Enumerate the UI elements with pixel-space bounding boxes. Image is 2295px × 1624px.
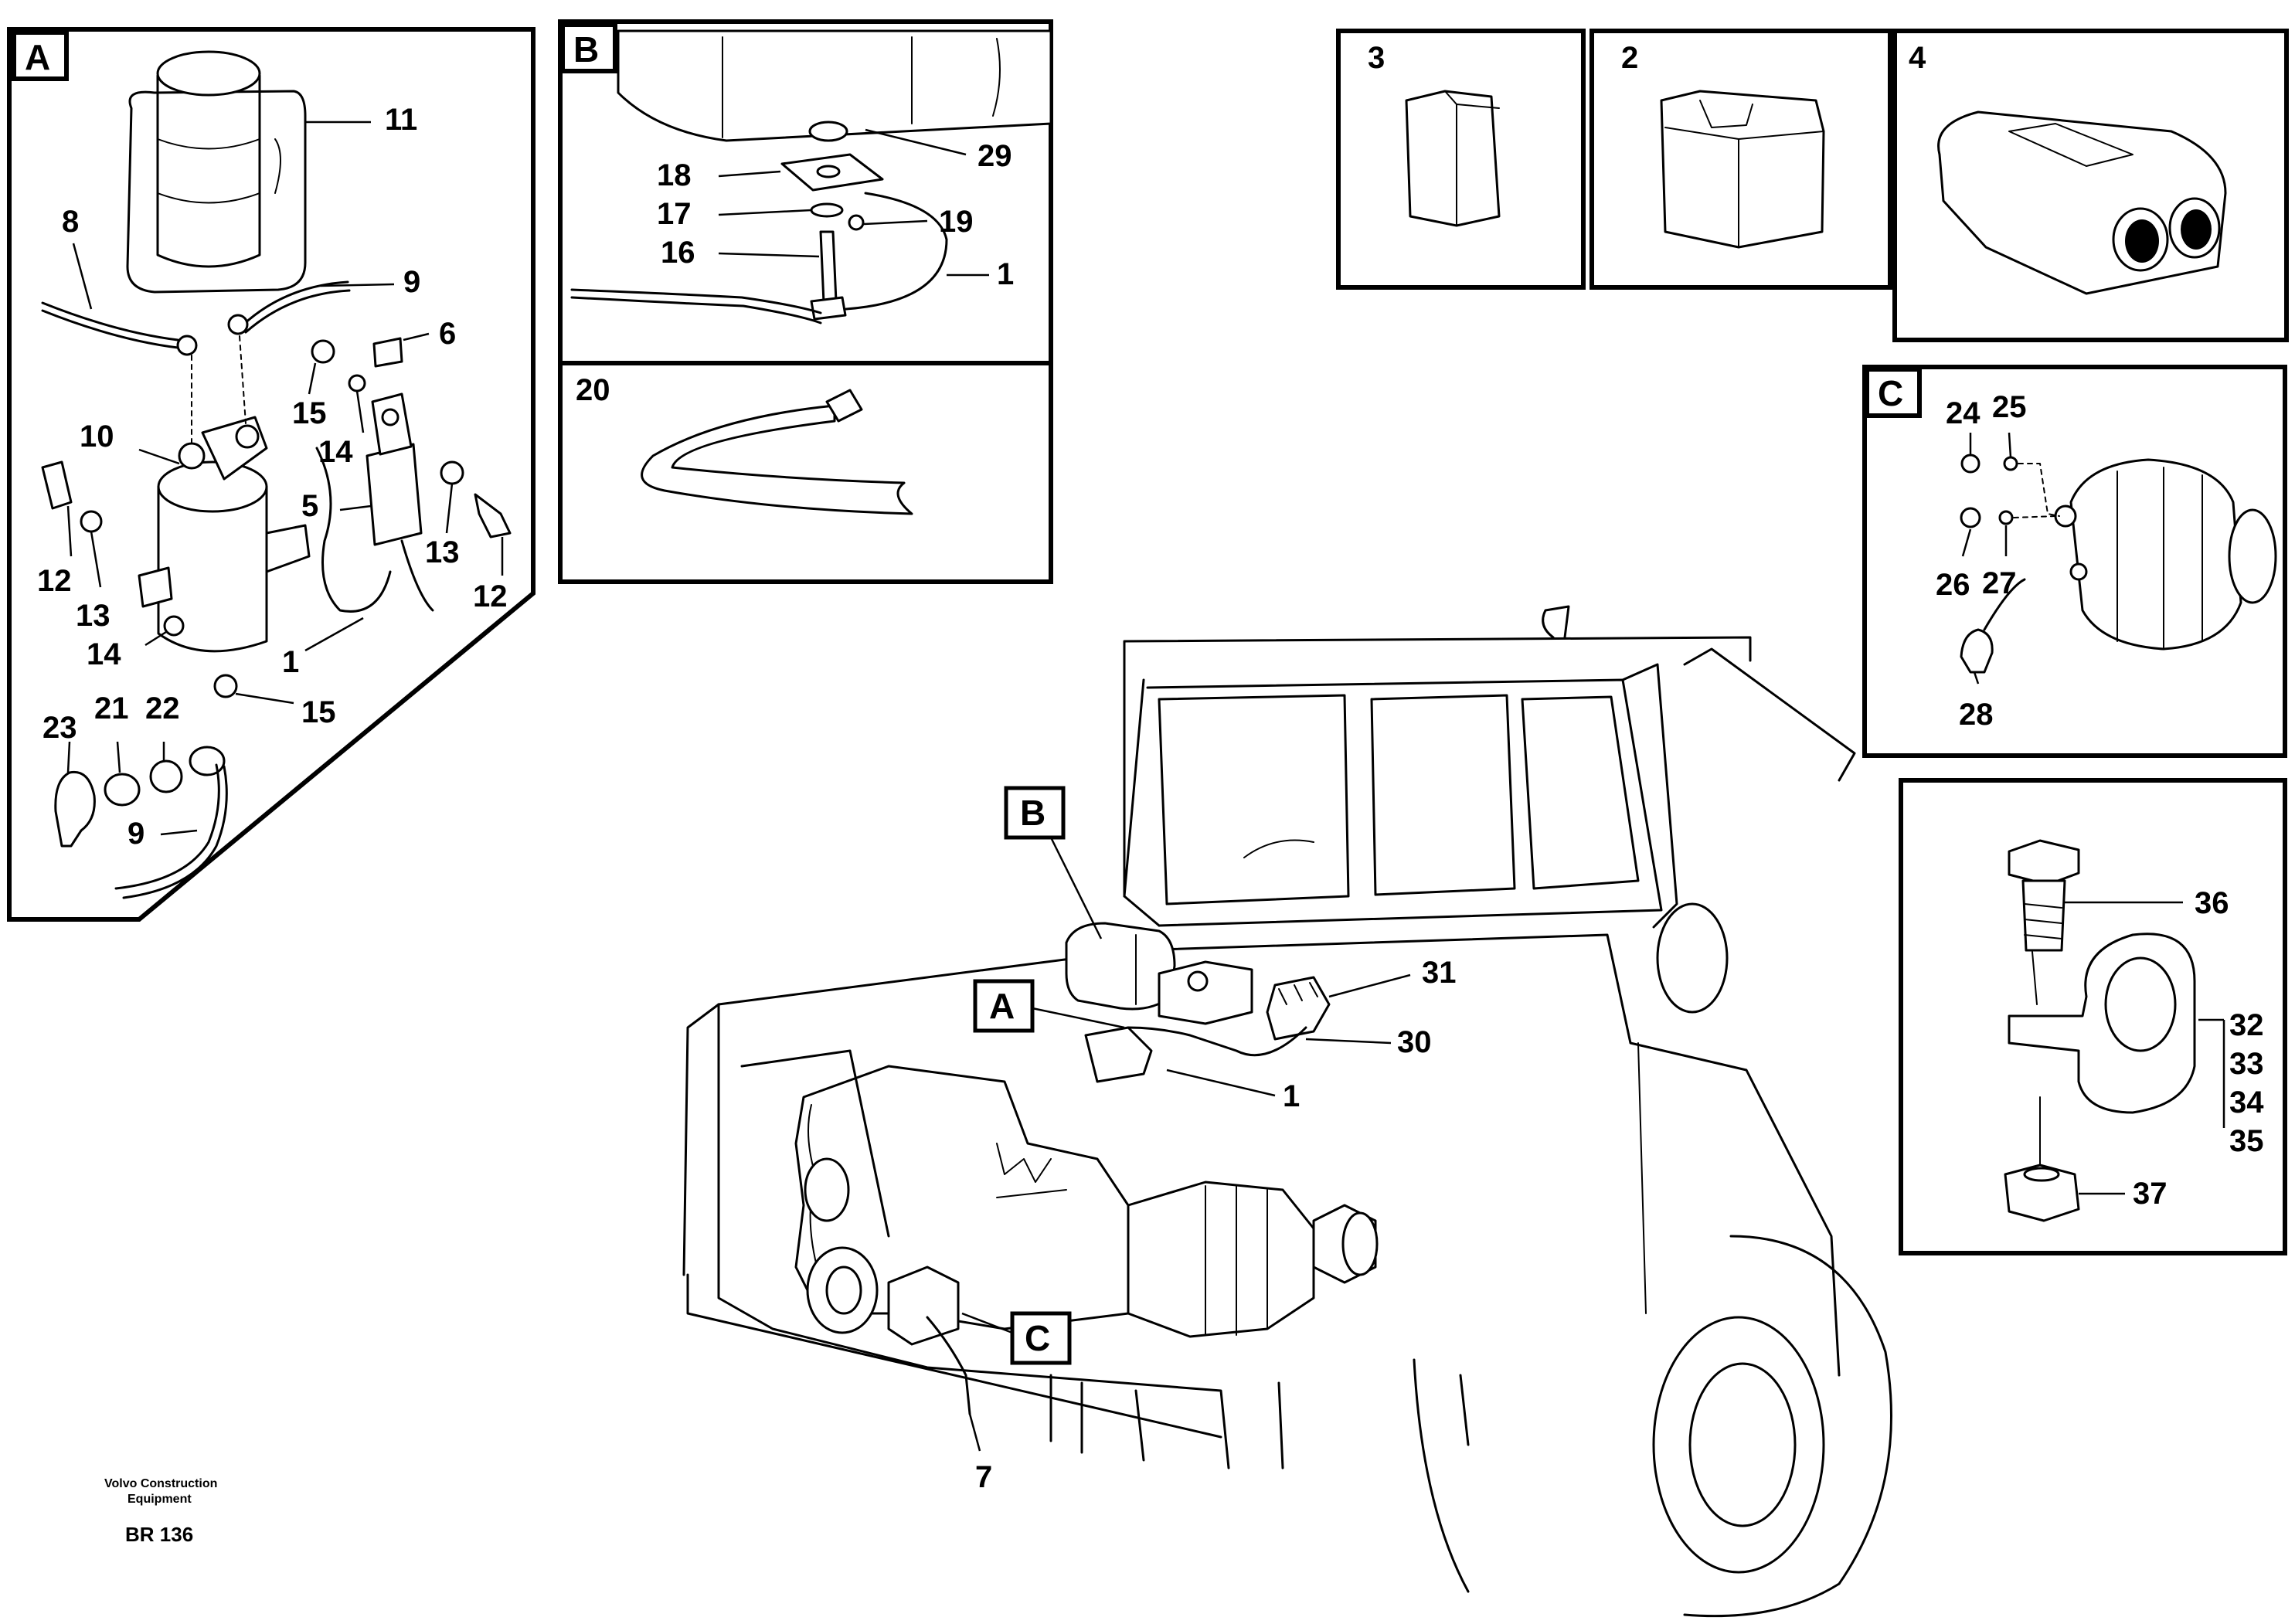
label-28: 28 bbox=[1959, 698, 1994, 732]
machine-overview: B A C 31 30 1 7 bbox=[682, 605, 1892, 1618]
label-23: 23 bbox=[42, 711, 77, 745]
label-13-right: 13 bbox=[425, 535, 460, 569]
label-9-lower: 9 bbox=[128, 817, 144, 851]
label-10: 10 bbox=[80, 420, 114, 454]
credit-line-1: Volvo Construction bbox=[104, 1477, 217, 1490]
label-2: 2 bbox=[1621, 41, 1638, 75]
label-14-lower: 14 bbox=[87, 637, 121, 671]
panel-b: B 29 18 17 19 16 1 bbox=[558, 19, 1053, 365]
label-13: 13 bbox=[76, 599, 110, 633]
drawing-code: BR 136 bbox=[125, 1523, 193, 1546]
label-1-panel-b: 1 bbox=[997, 257, 1014, 291]
callout-c: C bbox=[1025, 1318, 1050, 1358]
label-18: 18 bbox=[657, 158, 692, 192]
label-3: 3 bbox=[1368, 41, 1385, 75]
label-31: 31 bbox=[1422, 956, 1457, 990]
label-29: 29 bbox=[978, 139, 1012, 173]
label-24: 24 bbox=[1946, 396, 1980, 430]
label-11: 11 bbox=[385, 103, 417, 137]
label-15: 15 bbox=[292, 396, 327, 430]
label-32: 32 bbox=[2229, 1008, 2264, 1042]
panel-c: C 24 25 26 27 28 bbox=[1862, 365, 2287, 758]
panel-connector-2: 2 bbox=[1590, 29, 1892, 290]
label-6: 6 bbox=[439, 317, 456, 351]
label-36: 36 bbox=[2195, 886, 2229, 920]
panel-a-letter: A bbox=[25, 37, 50, 77]
label-15-lower: 15 bbox=[301, 695, 336, 729]
label-34: 34 bbox=[2229, 1085, 2264, 1119]
label-12-right: 12 bbox=[473, 579, 508, 613]
label-25: 25 bbox=[1992, 390, 2027, 424]
label-5: 5 bbox=[301, 489, 318, 523]
label-4: 4 bbox=[1909, 41, 1926, 75]
footer-credit: Volvo Construction Equipment BR 136 bbox=[104, 1477, 217, 1546]
terminal-cluster-drawing bbox=[54, 746, 228, 899]
panel-clamp: 36 32 33 34 35 37 bbox=[1899, 778, 2287, 1255]
label-17: 17 bbox=[657, 197, 692, 231]
callout-a: A bbox=[989, 986, 1015, 1026]
label-21: 21 bbox=[94, 691, 129, 725]
label-22: 22 bbox=[145, 691, 180, 725]
panel-connector-3: 3 bbox=[1336, 29, 1586, 290]
label-1-machine: 1 bbox=[1283, 1079, 1300, 1113]
label-30: 30 bbox=[1397, 1025, 1432, 1059]
panel-cable-tie: 20 bbox=[558, 361, 1053, 584]
panel-b-letter: B bbox=[573, 29, 599, 70]
label-12: 12 bbox=[37, 564, 72, 598]
panel-connector-4: 4 bbox=[1892, 29, 2289, 342]
relay-drawing bbox=[366, 337, 423, 546]
label-35: 35 bbox=[2229, 1124, 2264, 1158]
cable-8-drawing bbox=[41, 301, 179, 341]
cable-9-drawing bbox=[242, 280, 349, 326]
panel-a: A bbox=[7, 27, 536, 922]
label-33: 33 bbox=[2229, 1047, 2264, 1081]
label-7: 7 bbox=[975, 1460, 992, 1494]
label-27: 27 bbox=[1982, 566, 2017, 600]
label-14: 14 bbox=[318, 435, 353, 469]
solenoid-drawing bbox=[138, 416, 311, 653]
callout-b: B bbox=[1020, 793, 1046, 833]
relay-cover-drawing bbox=[126, 50, 307, 294]
label-16: 16 bbox=[661, 236, 695, 270]
label-1: 1 bbox=[282, 645, 299, 679]
label-19: 19 bbox=[939, 205, 974, 239]
label-37: 37 bbox=[2133, 1177, 2168, 1211]
label-26: 26 bbox=[1936, 568, 1970, 602]
label-20: 20 bbox=[576, 373, 610, 407]
credit-line-2: Equipment bbox=[128, 1493, 192, 1506]
panel-c-letter: C bbox=[1878, 373, 1903, 413]
label-8: 8 bbox=[62, 205, 79, 239]
label-9: 9 bbox=[403, 265, 420, 299]
